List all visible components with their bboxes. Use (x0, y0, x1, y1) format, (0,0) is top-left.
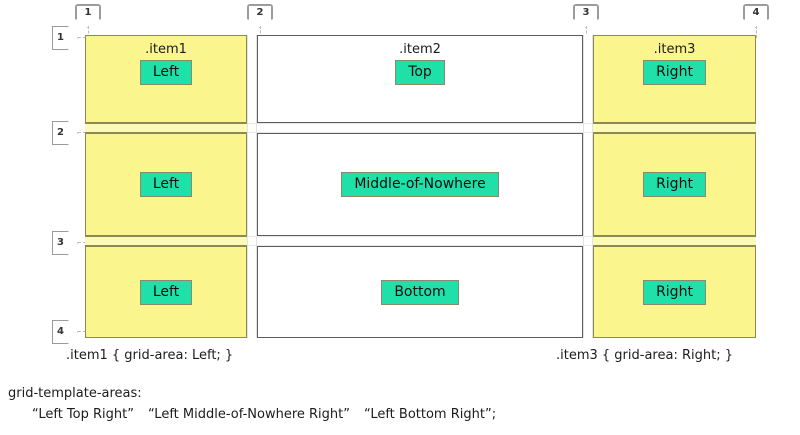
area-chip-wrap: Bottom (258, 247, 582, 337)
area-name-chip-right-3: Right (643, 279, 706, 305)
column-line-marker-3-label: 3 (582, 7, 590, 18)
area-chip-wrap: Top (258, 60, 582, 85)
row-line-marker-3-label: 3 (57, 237, 64, 248)
grid-item-item1-row1-content: .item1 Left (86, 36, 246, 122)
area-chip-wrap: Left (86, 60, 246, 85)
area-name-chip-middle-of-nowhere: Middle-of-Nowhere (341, 172, 499, 197)
row-line-stem-2 (78, 132, 86, 133)
item3-span-band-2 (593, 236, 756, 246)
grid-template-areas-row-2: “Left Middle-of-Nowhere Right” (147, 407, 350, 422)
grid-item-item3-row2[interactable]: Right (593, 133, 756, 236)
column-gap-2 (583, 35, 593, 338)
column-line-stem-4 (756, 26, 757, 38)
grid-item-item1-row1[interactable]: .item1 Left (85, 35, 247, 123)
grid-item-item3-row3[interactable]: Right (593, 246, 756, 338)
grid-item-item2-row2[interactable]: Middle-of-Nowhere (257, 133, 583, 236)
grid-template-areas-property: grid-template-areas: (8, 386, 142, 401)
area-name-chip-left-1: Left (139, 60, 193, 85)
area-chip-wrap: Right (594, 60, 755, 85)
grid-item-item3-row1[interactable]: .item3 Right (593, 35, 756, 123)
grid-item-item2-row3-content: Bottom (258, 247, 582, 337)
grid-item-item3-row3-content: Right (594, 247, 755, 337)
area-chip-wrap: Right (594, 134, 755, 235)
column-line-marker-1-label: 1 (84, 7, 92, 18)
grid-template-areas-value: “Left Top Right” “Left Middle-of-Nowhere … (32, 407, 496, 422)
grid-item-item2-row3[interactable]: Bottom (257, 246, 583, 338)
area-chip-wrap: Right (594, 247, 755, 337)
row-line-marker-2: 2 (52, 121, 78, 145)
row-line-stem-3 (78, 242, 86, 243)
row-line-marker-1-label: 1 (57, 32, 64, 43)
css-rule-item3: .item3 { grid-area: Right; } (556, 348, 733, 363)
grid-item-item2-label: .item2 (399, 42, 441, 57)
grid-item-item2-row1-content: .item2 Top (258, 36, 582, 122)
item1-span-band-2 (85, 236, 247, 246)
row-line-marker-4-label: 4 (57, 326, 64, 337)
grid-item-item3-row1-content: .item3 Right (594, 36, 755, 122)
grid-item-item1-label: .item1 (145, 42, 187, 57)
row-line-marker-4: 4 (52, 320, 78, 344)
column-line-stem-1 (88, 26, 89, 38)
grid-item-item1-row3-content: Left (86, 247, 246, 337)
area-name-chip-right-1: Right (643, 60, 706, 85)
grid-template-areas-row-1: “Left Top Right” (32, 407, 134, 422)
area-chip-wrap: Middle-of-Nowhere (258, 134, 582, 235)
column-line-stem-3 (586, 26, 587, 38)
area-chip-wrap: Left (86, 247, 246, 337)
grid-item-item1-row2-content: Left (86, 134, 246, 235)
grid-item-item3-label: .item3 (653, 42, 696, 57)
grid-container: .item1 Left Left Left .item2 Top (85, 35, 756, 338)
column-line-marker-4: 4 (743, 4, 769, 28)
row-line-marker-3: 3 (52, 231, 78, 255)
item3-span-band-1 (593, 123, 756, 133)
row-gap-1 (85, 123, 756, 133)
area-name-chip-bottom: Bottom (381, 279, 459, 305)
grid-item-item2-row1[interactable]: .item2 Top (257, 35, 583, 123)
area-name-chip-right-2: Right (643, 172, 706, 197)
grid-item-item1-row3[interactable]: Left (85, 246, 247, 338)
column-line-marker-2: 2 (247, 4, 273, 28)
row-line-stem-1 (78, 37, 86, 38)
css-rule-item1: .item1 { grid-area: Left; } (66, 348, 234, 363)
grid-item-item3-row2-content: Right (594, 134, 755, 235)
area-name-chip-left-3: Left (139, 279, 193, 305)
column-line-marker-4-label: 4 (752, 7, 760, 18)
grid-item-item1-row2[interactable]: Left (85, 133, 247, 236)
area-chip-wrap: Left (86, 134, 246, 235)
area-name-chip-left-2: Left (139, 172, 193, 197)
grid-item-item2-row2-content: Middle-of-Nowhere (258, 134, 582, 235)
grid-template-areas-row-3: “Left Bottom Right”; (363, 407, 497, 422)
row-line-marker-2-label: 2 (57, 127, 64, 138)
area-name-chip-top: Top (395, 60, 445, 85)
column-line-marker-2-label: 2 (256, 7, 264, 18)
row-gap-2 (85, 236, 756, 246)
row-line-marker-1: 1 (52, 26, 78, 50)
row-line-stem-4 (78, 331, 86, 332)
column-gap-1 (247, 35, 257, 338)
column-line-stem-2 (260, 26, 261, 38)
column-line-marker-3: 3 (573, 4, 599, 28)
item1-span-band-1 (85, 123, 247, 133)
column-line-marker-1: 1 (75, 4, 101, 28)
